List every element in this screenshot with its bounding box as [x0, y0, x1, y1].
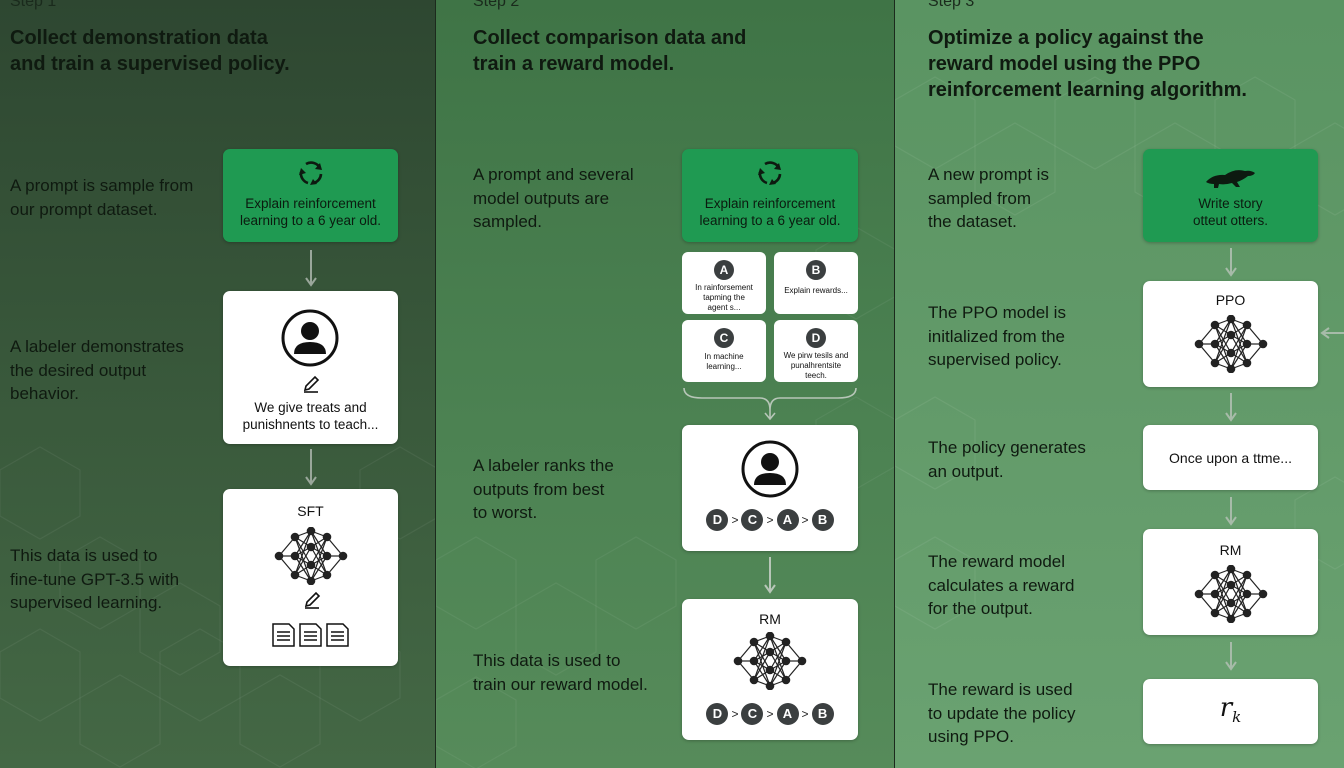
neural-network-icon: [1194, 565, 1268, 623]
step1-panel: Step 1 Collect demonstration data and tr…: [0, 0, 435, 768]
neural-network-icon: [733, 632, 807, 690]
model-label: PPO: [1215, 292, 1246, 308]
hex-pattern: [0, 446, 435, 768]
step-label: Step 3: [928, 0, 975, 10]
output-card-b: B Explain rewards...: [774, 252, 858, 314]
output-text: Explain rewards...: [784, 286, 848, 295]
recycle-icon: [758, 161, 782, 185]
document-icon: [272, 623, 349, 647]
model-label: SFT: [297, 503, 324, 519]
prompt-card: Write story otteut otters.: [1143, 149, 1318, 242]
description-sampled: A prompt and several model outputs are s…: [473, 165, 634, 231]
rank-letter: B: [811, 703, 834, 725]
output-text: We pirw tesils and punalhrentsite teech.: [783, 351, 849, 380]
pencil-icon: [304, 591, 321, 609]
step2-panel: Step 2 Collect comparison data and train…: [436, 0, 894, 768]
output-text: Once upon a ttme...: [1169, 450, 1292, 466]
rank-separator: >: [731, 707, 739, 721]
output-text: In machine learning...: [704, 352, 744, 371]
bracket-arrow-icon: [683, 387, 857, 421]
otter-icon: [1206, 170, 1255, 188]
step-title: Collect comparison data and train a rewa…: [473, 27, 747, 75]
rank-letter: A: [776, 509, 799, 531]
user-icon: [281, 309, 339, 367]
output-card-a: A In rainforsement tapming the agent s..…: [682, 252, 766, 314]
rank-separator: >: [766, 707, 774, 721]
step-title: Optimize a policy against the reward mod…: [928, 27, 1247, 101]
rank-letter: D: [706, 703, 729, 725]
rank-separator: >: [801, 513, 809, 527]
rm-model-card: RM: [1143, 529, 1318, 635]
down-arrow-icon: [1225, 248, 1237, 277]
rank-letter: D: [706, 509, 729, 531]
recycle-icon: [299, 161, 323, 185]
output-card-d: D We pirw tesils and punalhrentsite teec…: [774, 320, 858, 382]
rank-separator: >: [731, 513, 739, 527]
policy-output-card: Once upon a ttme...: [1143, 425, 1318, 490]
model-label: RM: [1219, 542, 1242, 558]
step-label: Step 1: [10, 0, 57, 10]
down-arrow-icon: [1225, 642, 1237, 671]
down-arrow-icon: [1225, 497, 1237, 526]
description-reward-calc: The reward model calculates a reward for…: [928, 552, 1075, 618]
output-card-c: C In machine learning...: [682, 320, 766, 382]
sft-model-card: SFT: [223, 489, 398, 666]
rank-letter: C: [741, 703, 764, 725]
rank-separator: >: [801, 707, 809, 721]
neural-network-icon: [1194, 315, 1268, 373]
model-label: RM: [759, 611, 781, 627]
ppo-model-card: PPO: [1143, 281, 1318, 387]
description-finetune: This data is used to fine-tune GPT-3.5 w…: [10, 546, 180, 612]
pencil-icon: [303, 375, 320, 393]
description-update: The reward is used to update the policy …: [928, 680, 1076, 746]
description-ppo-init: The PPO model is initlalized from the su…: [928, 303, 1066, 369]
output-letter: C: [714, 328, 734, 348]
output-text: In rainforsement tapming the agent s...: [695, 283, 753, 312]
output-letter: B: [806, 260, 826, 280]
down-arrow-icon: [305, 250, 317, 287]
ranking-order: D > C > A > B: [682, 703, 858, 725]
step-title: Collect demonstration data and train a s…: [10, 27, 290, 75]
step3-panel: Step 3 Optimize a policy against the rew…: [895, 0, 1344, 768]
rm-model-card: RM D > C > A > B: [682, 599, 858, 740]
description-train-rm: This data is used to train our reward mo…: [473, 651, 648, 694]
down-arrow-icon: [305, 449, 317, 486]
reward-value: rk: [1219, 693, 1242, 727]
description-new-prompt: A new prompt is sampled from the dataset…: [928, 165, 1049, 231]
rank-letter: B: [811, 509, 834, 531]
feedback-arrow-icon: [1320, 327, 1344, 339]
description-labeler: A labeler demonstrates the desired outpu…: [10, 337, 184, 403]
step-label: Step 2: [473, 0, 520, 10]
ranking-card: D > C > A > B: [682, 425, 858, 551]
prompt-text: Write story otteut otters.: [1192, 196, 1269, 228]
down-arrow-icon: [1225, 393, 1237, 422]
rank-letter: A: [776, 703, 799, 725]
down-arrow-icon: [764, 557, 776, 594]
description-ranking: A labeler ranks the outputs from best to…: [473, 456, 614, 522]
output-letter: A: [714, 260, 734, 280]
ranking-order: D > C > A > B: [682, 509, 858, 531]
neural-network-icon: [274, 527, 348, 585]
user-icon: [741, 440, 799, 498]
demonstration-card: We give treats and punishnents to teach.…: [223, 291, 398, 444]
description-generates: The policy generates an output.: [928, 438, 1086, 481]
demonstration-text: We give treats and punishnents to teach.…: [242, 400, 379, 432]
prompt-card: Explain reinforcement learning to a 6 ye…: [223, 149, 398, 242]
prompt-card: Explain reinforcement learning to a 6 ye…: [682, 149, 858, 242]
prompt-text: Explain reinforcement learning to a 6 ye…: [239, 196, 382, 228]
rank-separator: >: [766, 513, 774, 527]
panel-divider: [435, 0, 436, 768]
panel-divider: [894, 0, 895, 768]
rank-letter: C: [741, 509, 764, 531]
output-letter: D: [806, 328, 826, 348]
description-prompt: A prompt is sample from our prompt datas…: [10, 176, 194, 219]
reward-card: rk: [1143, 679, 1318, 744]
prompt-text: Explain reinforcement learning to a 6 ye…: [699, 196, 841, 228]
